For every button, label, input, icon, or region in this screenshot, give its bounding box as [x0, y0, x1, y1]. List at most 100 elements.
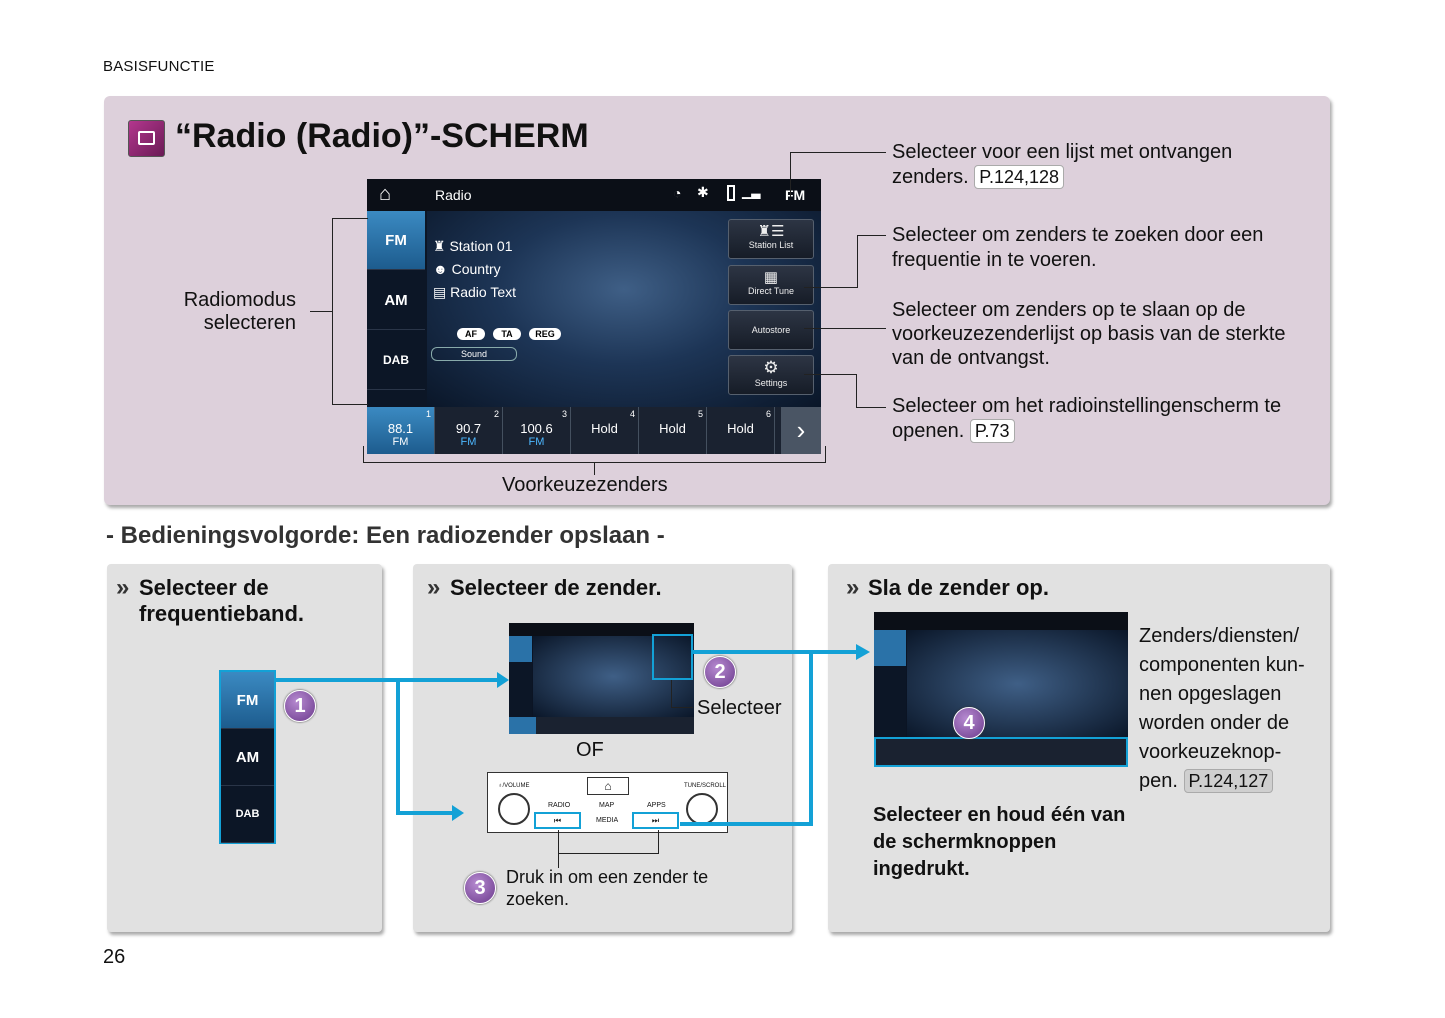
radio-key[interactable]: RADIO: [548, 802, 571, 809]
autostore-button[interactable]: Autostore: [728, 310, 814, 350]
signal-icon: ▁▃: [742, 185, 761, 199]
station-list-label: Station List: [748, 240, 794, 250]
settings-button[interactable]: ⚙Settings: [728, 355, 814, 395]
mini-radio-screen-large: [874, 612, 1128, 767]
band-indicator: FM: [785, 187, 806, 203]
wifi-icon: ◔: [673, 185, 682, 201]
seek-note: Druk in om een zender te zoeken.: [506, 867, 709, 909]
callout-text: Selecteer voor een lijst met ontvangen z…: [892, 141, 1233, 188]
arrow-head-icon: [497, 672, 509, 688]
seek-forward-button[interactable]: ⏭: [632, 812, 679, 829]
station-list-icon: ♜☰: [757, 223, 785, 240]
radio-screen: ⌂ Radio ◔ ✱ ▁▃ FM FM AM DAB ♜ Station 01…: [367, 179, 821, 454]
step-badge-2: 2: [704, 656, 736, 688]
band-am[interactable]: AM: [367, 271, 425, 330]
genre-icon: ☻: [433, 261, 452, 277]
page-ref: P.124,127: [1183, 769, 1274, 793]
tune-knob[interactable]: [686, 793, 718, 825]
station-list-callout: Selecteer voor een lijst met ontvangen z…: [892, 140, 1292, 190]
keypad-icon: ▦: [763, 269, 779, 286]
map-key[interactable]: MAP: [599, 802, 615, 809]
chevron-right-icon: »: [116, 574, 130, 601]
settings-label: Settings: [754, 378, 788, 388]
presets-callout: Voorkeuzezenders: [502, 474, 668, 496]
flow-arrow: [809, 650, 813, 825]
step-3-heading: »: [846, 575, 859, 601]
page-ref: P.124,128: [974, 165, 1065, 189]
preset-band: FM: [460, 436, 477, 448]
direct-tune-label: Direct Tune: [747, 286, 795, 296]
preset-freq: Hold: [659, 421, 686, 436]
gear-icon: ⚙: [763, 358, 779, 377]
page-number: 26: [103, 946, 126, 968]
volume-knob[interactable]: [498, 793, 530, 825]
step-1-heading: »: [116, 575, 129, 601]
chevron-right-icon[interactable]: ›: [781, 407, 821, 454]
media-key[interactable]: MEDIA: [596, 817, 619, 824]
page-title: “Radio (Radio)”-SCHERM: [175, 117, 589, 155]
callout-text: Selecteer om het radioinstellingenscherm…: [892, 395, 1282, 442]
flow-arrow: [396, 811, 454, 815]
volume-label: ♁/VOLUME: [498, 783, 530, 789]
preset-freq: Hold: [727, 421, 754, 436]
genre-row: ☻ Country: [433, 258, 516, 281]
station-list-button[interactable]: ♜☰Station List: [728, 219, 814, 259]
step-2-heading: »: [427, 575, 440, 601]
preset-num: 1: [425, 409, 431, 419]
band-fm[interactable]: FM: [367, 211, 425, 270]
preset-num: 2: [493, 409, 499, 419]
step-1-title: Selecteer de frequentieband.: [139, 575, 305, 626]
apps-key[interactable]: APPS: [647, 802, 666, 809]
station-name: Station 01: [449, 238, 513, 254]
preset-freq: Hold: [591, 421, 618, 436]
home-icon[interactable]: ⌂: [379, 183, 392, 205]
preset-freq: 90.7: [455, 421, 482, 436]
app-title: Radio: [435, 187, 472, 203]
radio-icon: [128, 120, 165, 157]
home-icon[interactable]: ⌂: [587, 777, 629, 795]
procedure-subtitle: - Bedieningsvolgorde: Een radiozender op…: [106, 522, 665, 549]
band-dab[interactable]: DAB: [367, 331, 425, 390]
or-label: OF: [576, 739, 604, 761]
preset-band: FM: [528, 436, 545, 448]
preset-num: 4: [629, 409, 635, 419]
band-dab[interactable]: DAB: [221, 786, 274, 843]
station-row: ♜ Station 01: [433, 235, 516, 258]
radiomode-callout: Radiomodus selecteren: [183, 289, 296, 334]
sound-button[interactable]: Sound: [431, 347, 517, 361]
af-tag[interactable]: AF: [457, 328, 485, 340]
tune-label: TUNE/SCROLL: [684, 783, 727, 789]
ta-tag[interactable]: TA: [493, 328, 521, 340]
text-icon: ▤: [433, 284, 451, 300]
mini-radio-screen: [509, 623, 694, 734]
arrow-head-icon: [856, 644, 870, 660]
band-fm[interactable]: FM: [221, 672, 274, 729]
select-label: Selecteer: [697, 697, 782, 719]
band-strip: FM AM DAB: [219, 670, 276, 844]
direct-tune-button[interactable]: ▦Direct Tune: [728, 265, 814, 305]
section-label: BASISFUNCTIE: [103, 58, 215, 75]
step-badge-4: 4: [953, 707, 985, 739]
chevron-right-icon: »: [427, 574, 441, 601]
station-icon: ♜: [433, 238, 450, 254]
seek-back-button[interactable]: ⏮: [534, 812, 581, 829]
flow-arrow: [680, 822, 813, 826]
battery-icon: [727, 185, 735, 201]
step-badge-1: 1: [284, 690, 316, 722]
chevron-right-icon: »: [846, 574, 860, 601]
settings-callout: Selecteer om het radioinstellingenscherm…: [892, 394, 1302, 444]
band-am[interactable]: AM: [221, 729, 274, 786]
radiotext-row: ▤ Radio Text: [433, 281, 516, 304]
reg-tag[interactable]: REG: [529, 328, 561, 340]
step-3-title: Sla de zender op.: [868, 575, 1049, 600]
genre-name: Country: [451, 261, 501, 277]
save-info: Zenders/diensten/ componenten kun- nen o…: [1139, 622, 1325, 796]
autostore-callout: Selecteer om zenders op te slaan op de v…: [892, 299, 1286, 369]
